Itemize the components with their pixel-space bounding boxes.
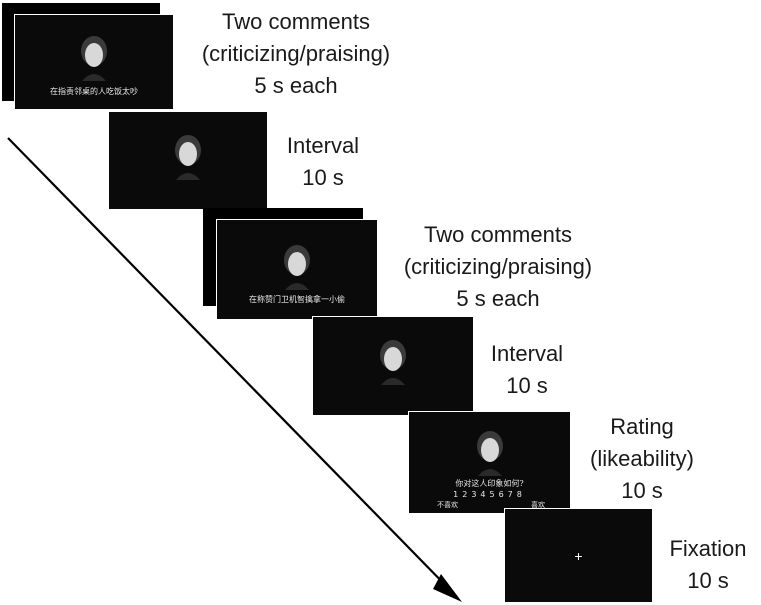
face-image <box>284 245 310 290</box>
comment-caption: 在称赞门卫机智擒拿一小偷 <box>249 295 345 304</box>
face-image <box>81 36 107 81</box>
screen-interval-1 <box>108 111 268 210</box>
rating-scale: 12345678 <box>453 490 526 499</box>
rating-anchor-right: 喜欢 <box>531 501 545 509</box>
rating-question: 你对这人印象如何? <box>455 479 524 488</box>
face-image <box>175 135 201 180</box>
screen-fixation: + <box>504 508 653 603</box>
label-comments-2: Two comments(criticizing/praising)5 s ea… <box>403 222 593 311</box>
label-rating: Rating(likeability)10 s <box>590 414 694 503</box>
screen-rating: 你对这人印象如何? 12345678 不喜欢 喜欢 <box>408 411 571 514</box>
label-comments-1: Two comments(criticizing/praising)5 s ea… <box>201 9 391 98</box>
face-image <box>476 431 503 476</box>
fixation-cross: + <box>574 547 583 564</box>
screen-comment-2: 在称赞门卫机智擒拿一小偷 <box>216 219 378 320</box>
comment-caption: 在指责邻桌的人吃饭太吵 <box>50 87 138 96</box>
screen-interval-2 <box>312 316 474 416</box>
face-image <box>380 340 406 385</box>
rating-anchor-left: 不喜欢 <box>437 501 458 509</box>
screen-comment-1: 在指责邻桌的人吃饭太吵 <box>14 14 174 110</box>
